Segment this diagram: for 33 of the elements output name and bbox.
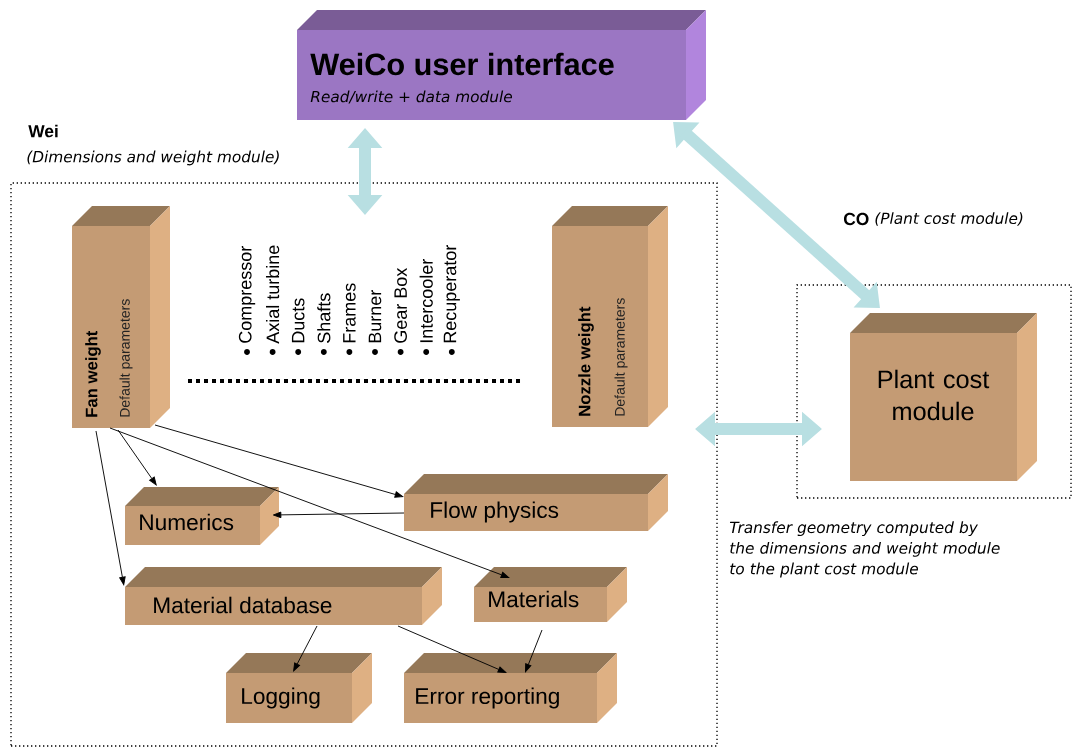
block-box: Materials bbox=[474, 567, 627, 622]
node-label: CO bbox=[843, 212, 869, 226]
list-item: Recuperator bbox=[443, 245, 460, 355]
block-box: Material database bbox=[125, 567, 442, 625]
arrow bbox=[525, 629, 543, 673]
interface-box: WeiCo user interface Read/write + data module bbox=[297, 10, 706, 120]
arrow bbox=[154, 424, 404, 498]
list-item: Axial turbine bbox=[266, 245, 280, 355]
arrow bbox=[397, 625, 507, 673]
arrow bbox=[117, 429, 157, 486]
list-item: Gear Box bbox=[394, 267, 407, 355]
arrow bbox=[272, 511, 405, 519]
node-label: Wei bbox=[28, 124, 58, 138]
block-box: Numerics bbox=[125, 487, 279, 545]
block-box: Fan weight Default parameters bbox=[72, 206, 170, 428]
list-item: Compressor bbox=[238, 246, 256, 355]
block-box: Nozzle weight Default parameters bbox=[552, 206, 668, 427]
list-item: Ducts bbox=[291, 298, 305, 355]
arrow bbox=[95, 430, 126, 586]
node-label: (Dimensions and weight module) bbox=[27, 150, 279, 166]
arrow bbox=[109, 427, 510, 578]
list-item: Burner bbox=[368, 290, 382, 355]
block-box: Flow physics bbox=[404, 474, 668, 531]
list-item: Intercooler bbox=[419, 259, 433, 355]
node-label: (Plant cost module) bbox=[875, 212, 1023, 226]
list-item: Frames bbox=[343, 283, 356, 355]
arrow bbox=[673, 122, 880, 308]
note-text: Transfer geometry computed by the dimensions and weight module to the plant cost module bbox=[729, 521, 1000, 578]
block-box: Error reporting bbox=[404, 653, 617, 723]
block-box: Plant cost module bbox=[850, 313, 1037, 481]
list-item: Shafts bbox=[317, 293, 331, 355]
block-box: Logging bbox=[226, 653, 372, 723]
arrow bbox=[293, 625, 318, 672]
